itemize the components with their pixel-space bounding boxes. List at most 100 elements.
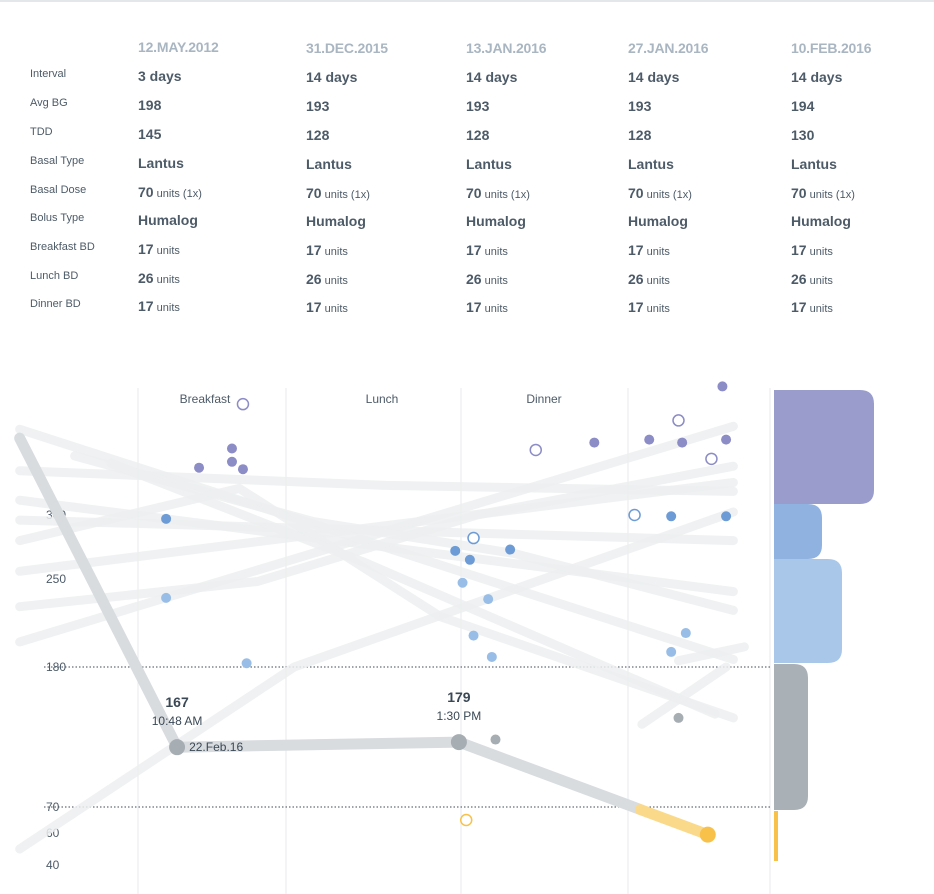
cell-interval: 14 days — [306, 69, 357, 85]
column-date: 10.FEB.2016 — [791, 40, 872, 56]
cell-unit: units — [153, 302, 180, 314]
distribution-bar — [774, 811, 778, 861]
cell-value: 3 days — [138, 68, 182, 84]
data-point-open — [236, 397, 250, 411]
cell-value: 17 — [138, 298, 154, 314]
y-tick-label: 250 — [46, 572, 66, 586]
cell-value: 193 — [306, 98, 330, 114]
data-point — [194, 462, 205, 473]
distribution-bar — [774, 504, 822, 559]
cell-unit: units (1x) — [481, 189, 530, 201]
cell-value: 194 — [791, 98, 815, 114]
cell-value: 14 days — [628, 69, 680, 85]
data-point — [450, 545, 461, 556]
column-date: 12.MAY.2012 — [138, 39, 219, 55]
distribution-bar — [774, 390, 874, 504]
data-point — [505, 544, 516, 555]
data-point — [721, 511, 732, 522]
cell-interval: 14 days — [628, 69, 679, 85]
cell-value: Lantus — [138, 155, 184, 171]
column-date: 13.JAN.2016 — [466, 40, 547, 56]
cell-value: Humalog — [138, 212, 198, 228]
cell-value: 193 — [466, 98, 490, 114]
cell-value: 26 — [466, 271, 482, 287]
cell-value: 17 — [628, 299, 644, 315]
cell-value: 130 — [791, 127, 815, 143]
cell-unit: units — [806, 275, 833, 287]
row-label: Dinner BD — [30, 298, 81, 310]
cell-unit: units — [481, 246, 508, 258]
cell-value: Humalog — [466, 213, 526, 229]
cell-interval: 3 days — [138, 68, 182, 84]
y-tick-label: 40 — [46, 858, 60, 872]
background-series-line — [15, 461, 738, 612]
data-point — [673, 712, 684, 723]
data-point — [490, 734, 501, 745]
cell-unit: units — [643, 246, 670, 258]
cell-value: 17 — [791, 242, 807, 258]
highlight-series-line — [171, 736, 465, 753]
data-point — [721, 434, 732, 445]
cell-value: 26 — [138, 270, 154, 286]
cell-bolus-type: Humalog — [466, 213, 526, 229]
cell-bolus-type: Humalog — [628, 213, 688, 229]
cell-value: 198 — [138, 97, 162, 113]
cell-unit: units — [321, 303, 348, 315]
cell-value: 26 — [628, 271, 644, 287]
cell-basal-dose: 70 units (1x) — [791, 185, 855, 201]
cell-dinner-bd: 17 units — [791, 299, 833, 315]
data-point-open — [672, 414, 685, 427]
cell-value: Humalog — [628, 213, 688, 229]
annotation-time: 1:30 PM — [437, 709, 482, 723]
data-point-open — [459, 813, 473, 827]
data-point-open — [705, 452, 718, 466]
cell-basal-dose: 70 units (1x) — [138, 184, 202, 200]
cell-unit: units — [643, 275, 670, 287]
cell-unit: units — [806, 246, 833, 258]
data-point-open — [628, 508, 641, 522]
cell-value: Lantus — [306, 156, 352, 172]
cell-value: 193 — [628, 98, 652, 114]
cell-value: 17 — [306, 242, 322, 258]
cell-unit: units (1x) — [806, 189, 855, 201]
data-point-open — [529, 443, 543, 457]
y-tick-label: 70 — [46, 800, 60, 814]
data-point — [161, 513, 172, 524]
data-point — [717, 381, 728, 392]
cell-unit: units — [806, 303, 833, 315]
data-point — [226, 456, 237, 467]
cell-avg-bg: 194 — [791, 98, 814, 114]
cell-bolus-type: Humalog — [138, 212, 198, 228]
data-point — [226, 443, 237, 454]
cell-unit: units (1x) — [153, 188, 202, 200]
cell-unit: units (1x) — [643, 189, 692, 201]
cell-tdd: 145 — [138, 126, 161, 142]
data-point — [486, 651, 497, 662]
data-point — [666, 511, 677, 522]
cell-avg-bg: 198 — [138, 97, 161, 113]
distribution-bar — [774, 664, 808, 810]
cell-value: 70 — [628, 185, 644, 201]
cell-value: 14 days — [466, 69, 518, 85]
data-point — [241, 658, 252, 669]
cell-basal-type: Lantus — [791, 156, 837, 172]
cell-unit: units — [153, 274, 180, 286]
data-point — [680, 628, 691, 639]
annotation-time: 10:48 AM — [152, 714, 203, 728]
data-point — [457, 577, 468, 588]
cell-value: 145 — [138, 126, 162, 142]
cell-basal-type: Lantus — [466, 156, 512, 172]
cell-basal-type: Lantus — [628, 156, 674, 172]
row-label: Basal Type — [30, 155, 85, 167]
y-tick-label: 180 — [46, 660, 66, 674]
cell-value: Lantus — [628, 156, 674, 172]
cell-breakfast-bd: 17 units — [466, 242, 508, 258]
cell-lunch-bd: 26 units — [466, 271, 508, 287]
cell-unit: units — [481, 275, 508, 287]
cell-value: 128 — [306, 127, 330, 143]
background-series-line — [15, 507, 738, 854]
cell-dinner-bd: 17 units — [306, 299, 348, 315]
cell-interval: 14 days — [466, 69, 517, 85]
annotation-value: 179 — [447, 689, 471, 705]
cell-basal-dose: 70 units (1x) — [306, 185, 370, 201]
